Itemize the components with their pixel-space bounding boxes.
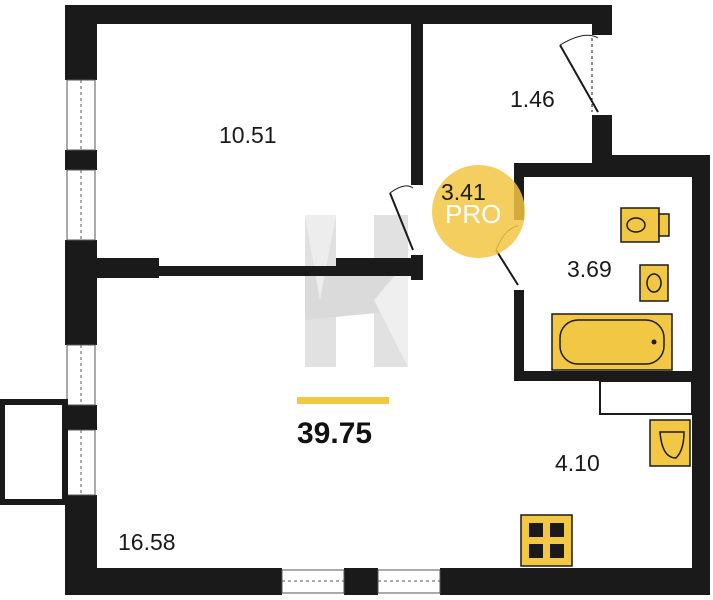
- total-area-underline: [297, 397, 389, 404]
- total-area: 39.75: [297, 417, 373, 450]
- toilet-icon: [620, 207, 670, 243]
- pro-badge-text: PRO: [445, 199, 502, 229]
- stove-icon: [520, 514, 573, 567]
- bathtub-icon: [551, 313, 673, 371]
- closet: [599, 380, 693, 415]
- room-area-corridor: 3.41: [441, 179, 486, 205]
- room-area-hallway: 4.10: [555, 450, 600, 476]
- doors: [389, 34, 612, 290]
- pro-badge: [432, 165, 525, 258]
- room-area-bedroom: 10.51: [219, 122, 277, 148]
- sink-icon: [639, 264, 669, 302]
- sink-icon: [649, 419, 691, 467]
- balcony: [0, 399, 68, 505]
- letter-h-logo-watermark: [305, 215, 408, 367]
- room-area-bathroom: 3.69: [567, 256, 612, 282]
- windows: [65, 79, 441, 595]
- room-area-storage: 1.46: [510, 86, 555, 112]
- room-area-living-kitchen: 16.58: [118, 529, 176, 555]
